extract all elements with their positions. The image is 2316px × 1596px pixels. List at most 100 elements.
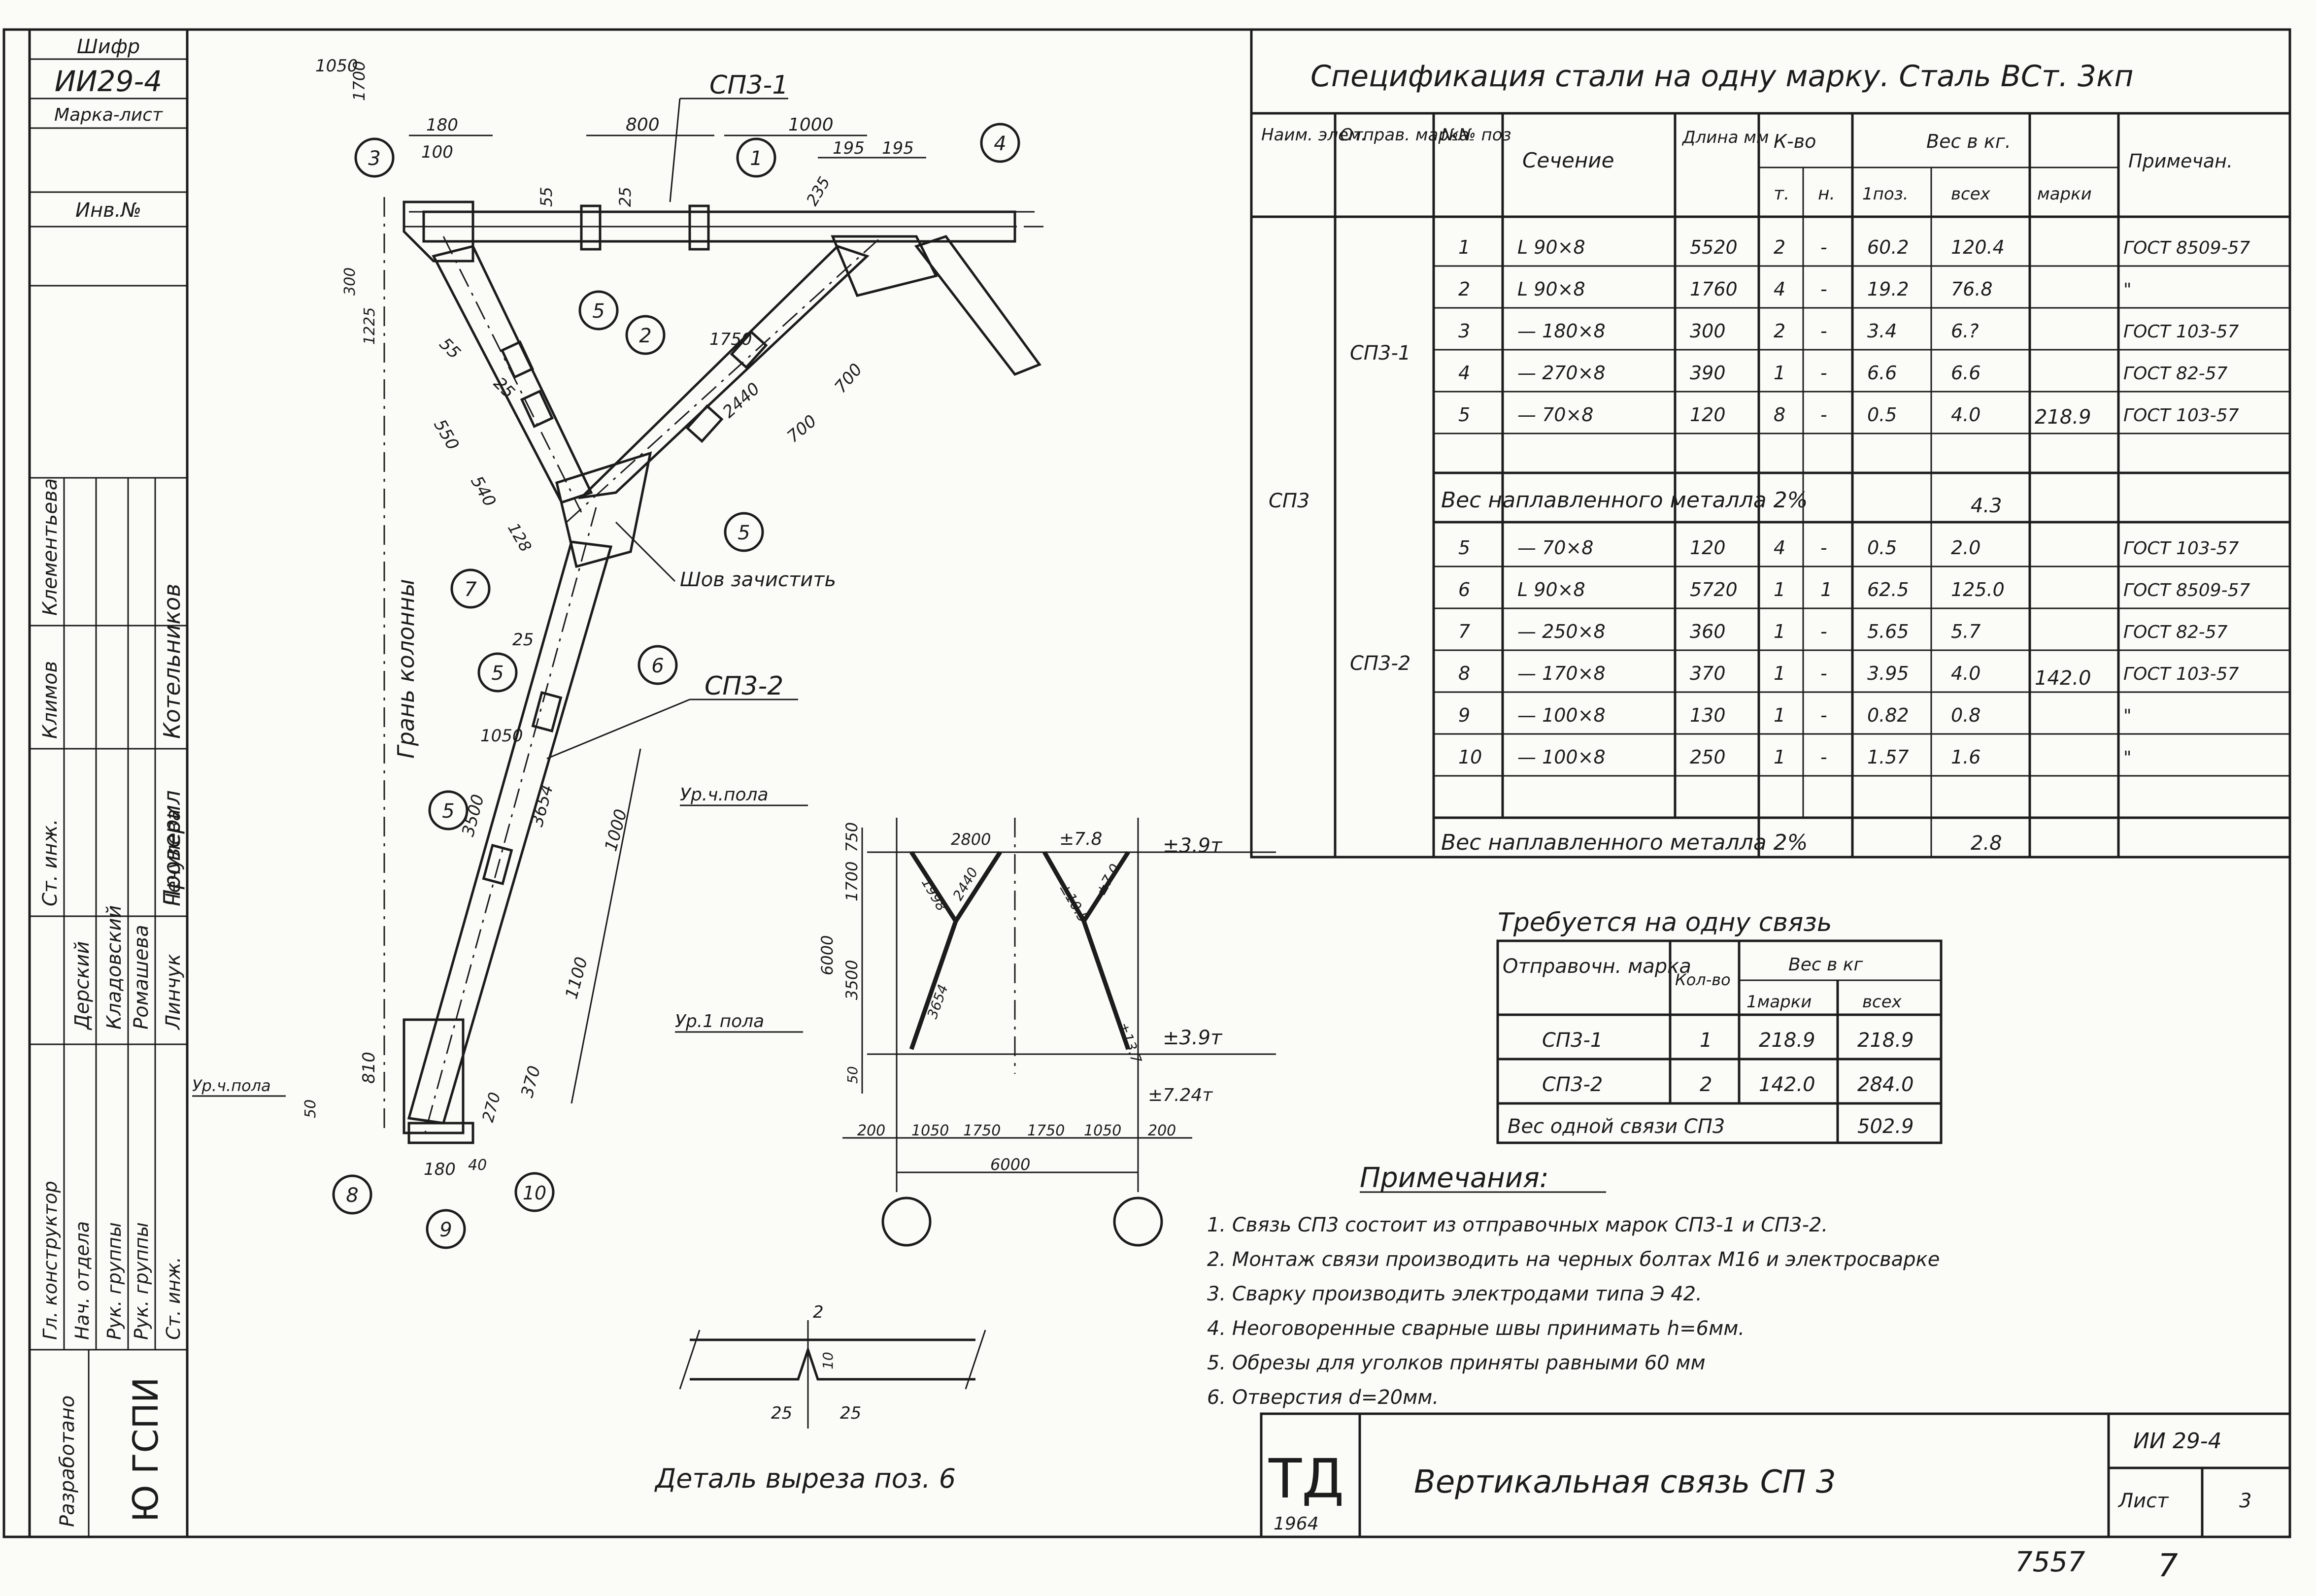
stamp-org: Ю ГСПИ xyxy=(126,1377,166,1522)
spec-cell-pos: 3 xyxy=(1458,320,1470,342)
spec-cell-sec: L 90×8 xyxy=(1517,579,1585,600)
spec-cell-w1: 0.82 xyxy=(1867,704,1909,726)
title-sheet-no: 3 xyxy=(2239,1490,2251,1512)
spec-cell-n: - xyxy=(1820,278,1827,300)
spec-cell-sec: L 90×8 xyxy=(1517,236,1585,258)
scheme-diag-2440: 2440 xyxy=(949,864,981,903)
dim-1225: 1225 xyxy=(361,307,378,345)
spec-cell-pos: 7 xyxy=(1458,621,1470,642)
spec-group1-mark: СП3-1 xyxy=(1350,342,1410,365)
dim-1000-lower: 1000 xyxy=(601,807,631,853)
spec-cell-w1: 5.65 xyxy=(1867,621,1909,642)
spec-cell-pos: 6 xyxy=(1458,579,1470,600)
stamp-code-label: Шифр xyxy=(77,35,140,58)
dim-100: 100 xyxy=(421,142,453,162)
spec-cell-w1: 19.2 xyxy=(1867,278,1909,300)
spec-h-elem: Наим. элем. xyxy=(1261,125,1367,145)
spec-cell-n: - xyxy=(1820,704,1827,726)
dim-1750: 1750 xyxy=(709,330,752,349)
dim-540: 540 xyxy=(467,473,500,510)
scheme-top-width: 2800 xyxy=(951,830,991,849)
archive-no: 7557 xyxy=(2015,1546,2085,1578)
balloon-5c: 5 xyxy=(491,662,503,685)
stamp-name-5: Чечулева xyxy=(162,809,185,906)
spec-elem-name: СП3 xyxy=(1269,490,1309,512)
dim-1050-top: 1050 xyxy=(315,56,358,76)
req-total-label: Вес одной связи СП3 xyxy=(1508,1115,1725,1138)
stamp-name-1: Дерский xyxy=(71,941,94,1031)
spec-h-note: Примечан. xyxy=(2128,150,2233,172)
spec-cell-note: ГОСТ 103-57 xyxy=(2123,538,2239,559)
spec-cell-len: 130 xyxy=(1690,704,1726,726)
detail-dim-10: 10 xyxy=(820,1352,836,1369)
dim-700a: 700 xyxy=(831,360,866,397)
spec-cell-note: ГОСТ 103-57 xyxy=(2123,322,2239,342)
spec-h-qty-t: т. xyxy=(1774,184,1789,204)
spec-h-qty: К-во xyxy=(1774,131,1816,152)
dim-180: 180 xyxy=(426,115,458,135)
spec-cell-n: 1 xyxy=(1820,579,1832,600)
req-row1-mark: СП3-1 xyxy=(1542,1029,1603,1052)
stamp-role-3: Рук. группы xyxy=(103,1222,125,1340)
notes-block: Примечания: 1. Связь СП3 состоит из отпр… xyxy=(1207,1162,1940,1409)
stamp-sheet-label: Марка-лист xyxy=(54,105,163,125)
spec-cell-note: ГОСТ 103-57 xyxy=(2123,664,2239,684)
spec-cell-note: ГОСТ 8509-57 xyxy=(2123,580,2250,600)
dim-270: 270 xyxy=(478,1090,504,1124)
spec-table: Спецификация стали на одну марку. Сталь … xyxy=(1250,28,2291,859)
dim-300: 300 xyxy=(341,267,359,296)
spec-cell-t: 8 xyxy=(1774,404,1785,426)
spec-cell-w1: 0.5 xyxy=(1867,537,1897,559)
label-sp3-2: СП3-2 xyxy=(705,671,783,701)
note-4: 4. Неоговоренные сварные швы принимать h… xyxy=(1207,1317,1745,1340)
spec-group2-mark: СП3-2 xyxy=(1350,652,1410,675)
note-3: 3. Сварку производить электродами типа Э… xyxy=(1207,1283,1702,1305)
spec-cell-sec: — 70×8 xyxy=(1517,537,1593,559)
scheme-vdim-1700: 1700 xyxy=(842,862,861,901)
balloon-5b: 5 xyxy=(738,522,750,544)
stamp-role-1: Гл. конструктор xyxy=(39,1181,61,1340)
spec-cell-pos: 4 xyxy=(1458,362,1470,384)
note-2: 2. Монтаж связи производить на черных бо… xyxy=(1207,1248,1940,1271)
req-h-all: всех xyxy=(1862,992,1902,1012)
detail-dim-2: 2 xyxy=(813,1302,824,1322)
dim-195b: 195 xyxy=(882,138,914,158)
scheme-vdim-3500: 3500 xyxy=(842,960,861,1000)
spec-cell-wall: 2.0 xyxy=(1951,537,1980,559)
main-truss-drawing: Грань колонны xyxy=(192,56,1044,1179)
req-row1-one: 218.9 xyxy=(1759,1029,1815,1052)
dim-700b: 700 xyxy=(783,411,820,447)
stamp-name-4: Линчук xyxy=(162,954,185,1031)
column-axis-right xyxy=(1113,1197,1163,1247)
spec-cell-len: 390 xyxy=(1690,362,1726,384)
scheme-diag-1998: 1998 xyxy=(918,875,950,914)
spec-cell-pos: 10 xyxy=(1458,746,1482,768)
floor-level-label: Ур.ч.пола xyxy=(192,1076,271,1095)
stamp-right-2: Клементьева xyxy=(39,478,62,616)
spec-cell-t: 1 xyxy=(1774,579,1785,600)
label-sp3-1: СП3-1 xyxy=(709,70,788,100)
spec-cell-sec: L 90×8 xyxy=(1517,278,1585,300)
dim-25-mid: 25 xyxy=(512,630,534,650)
spec-cell-wall: 125.0 xyxy=(1951,579,2005,600)
spec-cell-n: - xyxy=(1820,621,1827,642)
scheme-total-width: 6000 xyxy=(990,1155,1030,1174)
dim-25-top: 25 xyxy=(616,187,635,207)
balloon-5a: 5 xyxy=(592,300,604,323)
spec-cell-note: ГОСТ 82-57 xyxy=(2123,622,2228,642)
balloon-5d: 5 xyxy=(442,800,454,823)
dim-235: 235 xyxy=(803,173,834,209)
scheme-elev-724: ±7.24т xyxy=(1148,1085,1213,1105)
scheme-rdiag-105: ±10.5 xyxy=(1056,880,1091,925)
spec-cell-t: 1 xyxy=(1774,621,1785,642)
spec-cell-w1: 1.57 xyxy=(1867,746,1909,768)
dim-50-bottom: 50 xyxy=(302,1099,319,1118)
dim-550: 550 xyxy=(430,416,463,454)
stamp-right-5: Проверил xyxy=(159,790,185,906)
scheme-hdim-1750a: 1750 xyxy=(963,1122,1001,1139)
spec-cell-wall: 76.8 xyxy=(1951,278,1993,300)
spec-cell-note: " xyxy=(2123,706,2132,726)
spec-group1-weight: 218.9 xyxy=(2035,406,2091,429)
scheme-hdim-1050b: 1050 xyxy=(1084,1122,1121,1139)
